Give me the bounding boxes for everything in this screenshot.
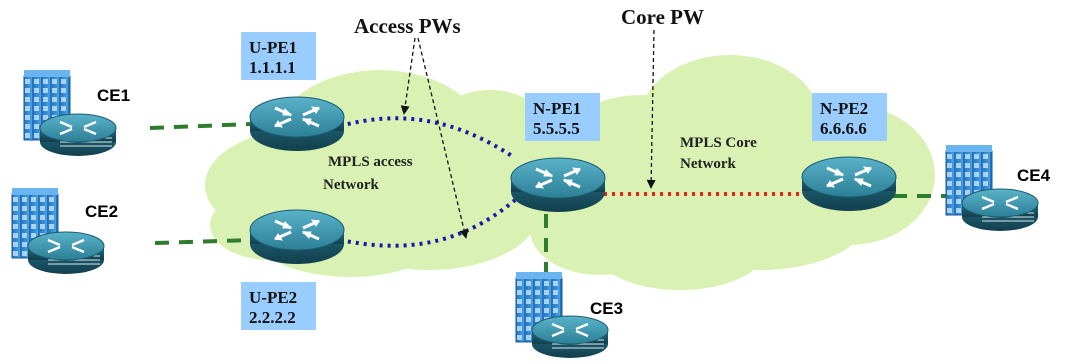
npe1-address: 5.5.5.5 — [533, 119, 580, 138]
npe1-router-icon — [509, 156, 607, 214]
mpls-core-cloud — [530, 55, 935, 290]
ce4-building-router-icon — [944, 143, 1040, 233]
core-pw-arrow — [646, 29, 656, 189]
access-network-label-line1: MPLS access — [328, 154, 413, 170]
access-network-label-line2: Network — [323, 177, 379, 193]
upe2-label-box: U-PE2 2.2.2.2 — [241, 282, 316, 330]
npe2-name: N-PE2 — [820, 99, 868, 118]
npe1-label-box: N-PE1 5.5.5.5 — [525, 93, 600, 141]
access-pw-arrow-2 — [417, 37, 469, 239]
ce2-label: CE2 — [85, 202, 118, 221]
upe2-router-icon — [248, 208, 346, 266]
npe2-router-icon — [800, 155, 898, 213]
upe2-address: 2.2.2.2 — [249, 308, 296, 327]
access-pw-arrow-1 — [400, 37, 416, 115]
ce1-attachment-link — [149, 122, 253, 130]
core-network-label-line2: Network — [680, 156, 736, 172]
npe2-label-box: N-PE2 6.6.6.6 — [812, 93, 887, 141]
ce1-label: CE1 — [97, 86, 130, 105]
ce4-label: CE4 — [1017, 166, 1051, 185]
ce4-site: CE4 — [944, 143, 1051, 233]
core-network-label-line1: MPLS Core — [680, 135, 757, 151]
upe1-address: 1.1.1.1 — [249, 58, 296, 77]
core-pw-label: Core PW — [621, 5, 704, 29]
ce2-building-router-icon — [10, 186, 106, 276]
ce1-building-router-icon — [22, 68, 118, 158]
ce1-site: CE1 — [22, 68, 130, 158]
upe1-name: U-PE1 — [249, 38, 297, 57]
ce2-site: CE2 — [10, 186, 118, 276]
access-pw-upe2 — [339, 198, 517, 248]
upe1-router-icon — [248, 95, 346, 153]
npe1-name: N-PE1 — [533, 99, 581, 118]
access-pw-upe1 — [339, 116, 517, 160]
ce2-attachment-link — [154, 238, 253, 245]
npe2-address: 6.6.6.6 — [820, 119, 867, 138]
ce3-label: CE3 — [590, 299, 623, 318]
upe2-name: U-PE2 — [249, 288, 297, 307]
access-pws-label: Access PWs — [354, 14, 461, 38]
ce3-site: CE3 — [514, 270, 623, 360]
upe1-label-box: U-PE1 1.1.1.1 — [241, 32, 316, 80]
